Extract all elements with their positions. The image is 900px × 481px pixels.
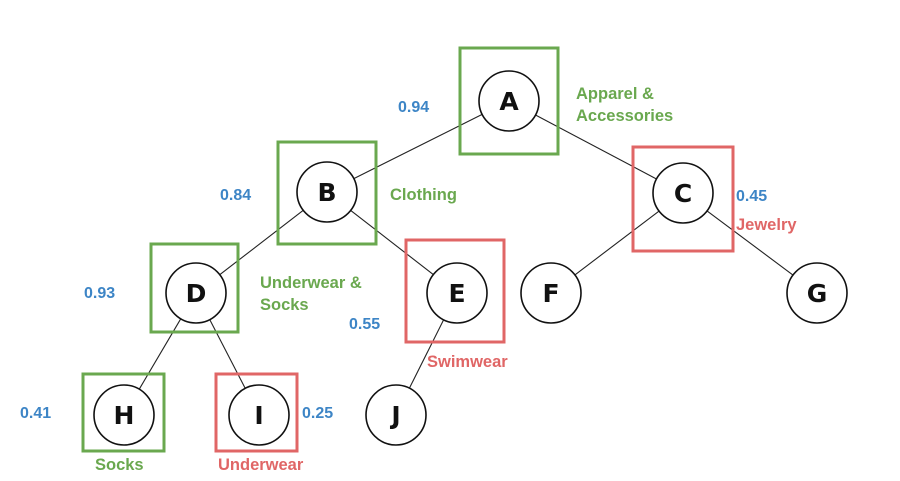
node-g-label: G <box>807 279 828 308</box>
node-g-circle <box>786 262 848 324</box>
node-f-circle <box>520 262 582 324</box>
box-c-rejected <box>631 145 735 253</box>
box-b-selected <box>276 140 378 246</box>
box-d-selected <box>149 242 240 334</box>
box-h-selected <box>81 372 166 453</box>
node-f: F <box>520 262 582 324</box>
node-j-circle <box>365 384 427 446</box>
edge-e-j <box>408 319 445 389</box>
node-i-circle <box>228 384 290 446</box>
node-h-label: H <box>114 401 135 430</box>
category-h-line-1: Socks <box>95 456 144 474</box>
edge-b-d <box>219 209 304 276</box>
node-i-label: I <box>254 401 263 430</box>
score-d: 0.93 <box>84 285 115 302</box>
score-a: 0.94 <box>398 99 429 116</box>
box-i-rejected <box>214 372 299 453</box>
node-d: D <box>165 262 227 324</box>
node-e-label: E <box>448 279 465 308</box>
edge-c-g <box>706 210 794 276</box>
edge-b-e <box>350 209 434 276</box>
category-b-line-1: Clothing <box>390 186 457 204</box>
score-e: 0.55 <box>349 316 380 333</box>
edge-c-f <box>574 210 660 276</box>
category-d-line-2: Socks <box>260 296 309 314</box>
node-g: G <box>786 262 848 324</box>
node-c: C <box>652 162 714 224</box>
box-e-rejected <box>404 238 506 344</box>
node-j: J <box>365 384 427 446</box>
category-a-line-1: Apparel & <box>576 85 654 103</box>
node-h-circle <box>93 384 155 446</box>
edge-a-b <box>353 113 483 180</box>
node-e-circle <box>426 262 488 324</box>
node-j-label: J <box>389 401 400 430</box>
edge-a-c <box>535 114 657 180</box>
category-i-line-1: Underwear <box>218 456 304 474</box>
node-c-circle <box>652 162 714 224</box>
edge-d-h <box>138 318 182 390</box>
node-b: B <box>296 161 358 223</box>
score-h: 0.41 <box>20 405 51 422</box>
node-b-circle <box>296 161 358 223</box>
node-f-label: F <box>542 279 559 308</box>
node-h: H <box>93 384 155 446</box>
score-b: 0.84 <box>220 187 251 204</box>
node-c-label: C <box>674 179 692 208</box>
node-b-label: B <box>317 178 336 207</box>
category-c-line-1: Jewelry <box>736 216 797 234</box>
category-e-line-1: Swimwear <box>427 353 508 371</box>
box-a-selected <box>458 46 560 156</box>
node-d-label: D <box>186 279 207 308</box>
node-a-circle <box>478 70 540 132</box>
node-a: A <box>478 70 540 132</box>
score-i: 0.25 <box>302 405 333 422</box>
node-e: E <box>426 262 488 324</box>
node-a-label: A <box>499 87 519 116</box>
category-a-line-2: Accessories <box>576 107 673 125</box>
category-d-line-1: Underwear & <box>260 274 362 292</box>
node-i: I <box>228 384 290 446</box>
score-c: 0.45 <box>736 188 767 205</box>
node-d-circle <box>165 262 227 324</box>
